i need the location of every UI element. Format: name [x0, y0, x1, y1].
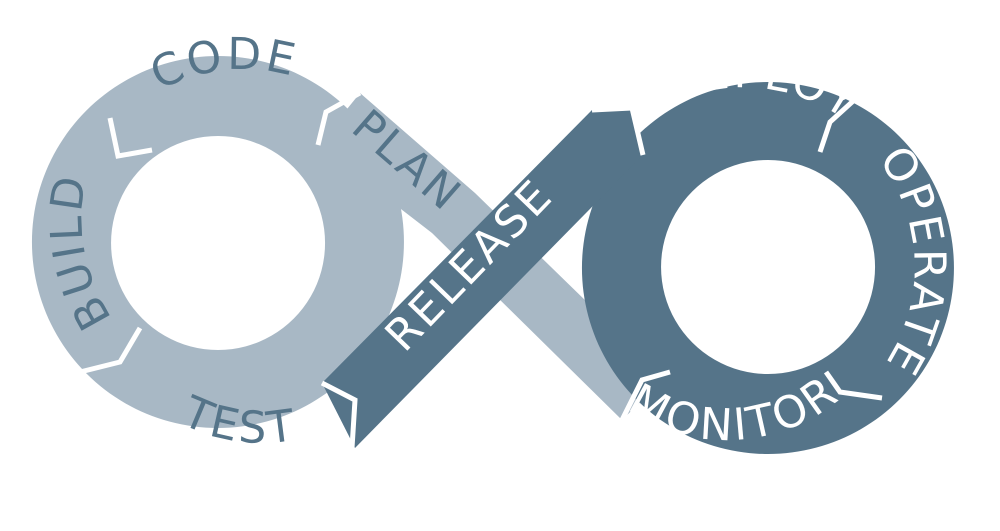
separator-release-deploy [591, 105, 646, 156]
segment-separators [79, 90, 883, 449]
separator-code-build [107, 117, 153, 159]
separator-code-plan [315, 90, 362, 146]
segment-release-shape [322, 108, 643, 448]
separator-monitor-plan [619, 369, 671, 422]
separator-build-test [79, 326, 143, 375]
separator-test-release [320, 380, 358, 449]
left-ring-shape [31, 56, 404, 428]
separator-operate-monitor [823, 370, 883, 401]
right-ring-shape [581, 82, 954, 454]
separator-deploy-operate [817, 91, 864, 153]
ops-loop [322, 82, 954, 454]
